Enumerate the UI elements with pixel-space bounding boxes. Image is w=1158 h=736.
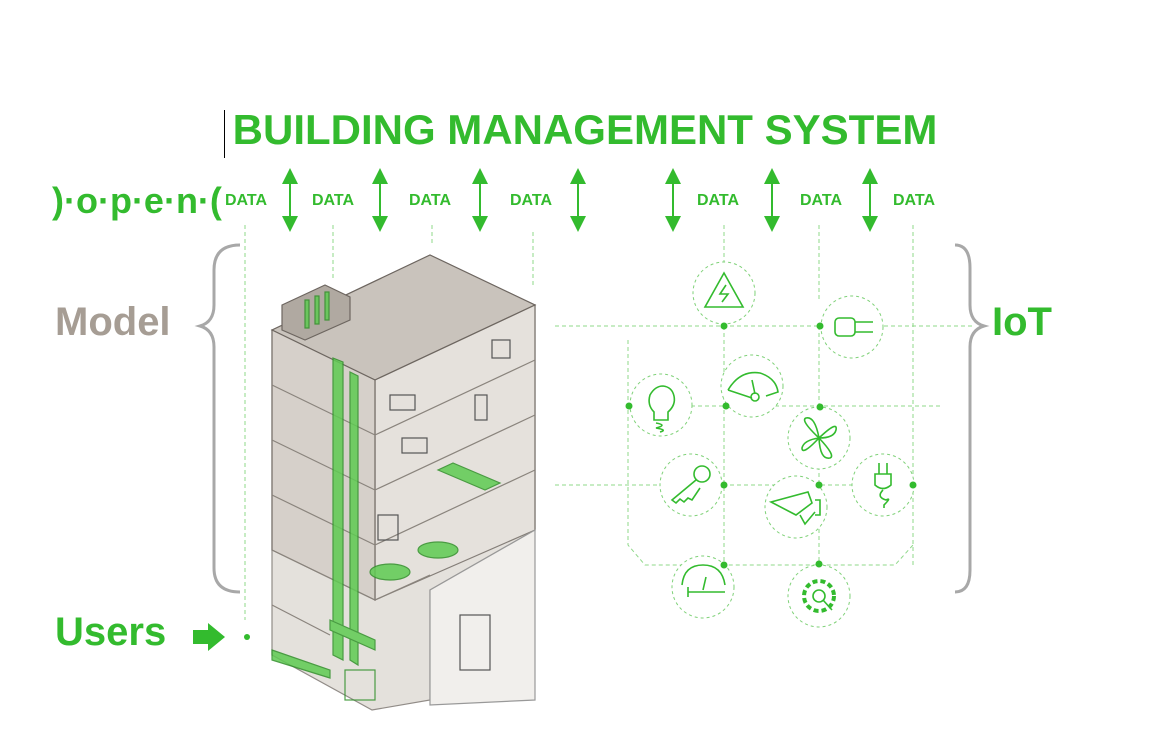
iot-brace <box>954 243 990 594</box>
model-brace <box>194 243 241 594</box>
iot-high-voltage <box>692 261 756 325</box>
light-bulb-icon <box>648 385 676 433</box>
data-label: DATA <box>893 192 936 209</box>
open-logo: )·o·p·e·n·( <box>52 180 222 221</box>
security-camera-icon <box>768 491 821 526</box>
power-plug-icon <box>834 317 873 337</box>
meter-icon <box>681 564 726 597</box>
fan-icon <box>801 417 837 459</box>
data-links <box>244 225 975 620</box>
data-label: DATA <box>510 192 553 209</box>
data-label: DATA <box>225 192 268 209</box>
speedometer-icon <box>727 371 779 402</box>
iot-speedometer <box>720 354 784 418</box>
data-label: DATA <box>312 192 355 209</box>
eco-plug-icon <box>874 463 892 508</box>
page-title: BUILDING MANAGEMENT SYSTEM <box>232 106 938 153</box>
text-cursor <box>224 110 225 158</box>
gear-icon <box>802 579 836 613</box>
users-label: Users <box>55 610 167 654</box>
iot-security-camera <box>764 475 828 539</box>
users-arrow-icon <box>193 623 225 651</box>
iot-gear <box>787 564 851 628</box>
data-label: DATA <box>409 192 452 209</box>
connection-dots <box>625 322 917 569</box>
data-label: DATA <box>800 192 843 209</box>
key-icon <box>670 465 711 505</box>
high-voltage-icon <box>703 271 745 308</box>
data-label: DATA <box>697 192 740 209</box>
model-label: Model <box>55 300 171 344</box>
building-model <box>270 254 537 711</box>
data-arrows <box>282 168 878 232</box>
iot-power-plug <box>820 295 884 359</box>
iot-label: IoT <box>992 300 1052 344</box>
iot-eco-plug <box>851 453 915 517</box>
users-dot <box>244 634 250 640</box>
